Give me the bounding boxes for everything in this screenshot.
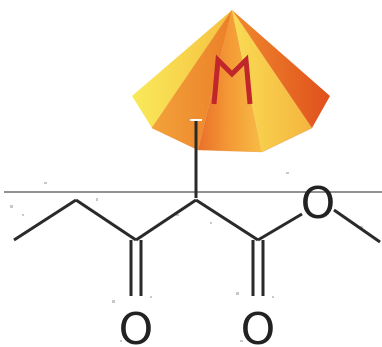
ester-oxygen-label: O [301, 178, 336, 229]
ketone-double-bond [129, 240, 143, 296]
carbonyl-oxygen-label: O [241, 304, 276, 347]
ketone-oxygen-label: O [119, 304, 154, 347]
scan-noise [10, 172, 363, 342]
ester-double-bond [251, 240, 265, 296]
anchor-bond [190, 119, 202, 198]
letter-m-mark [211, 54, 253, 105]
carbon-skeleton [13, 198, 381, 244]
metal-pyramid-icon [132, 9, 330, 153]
